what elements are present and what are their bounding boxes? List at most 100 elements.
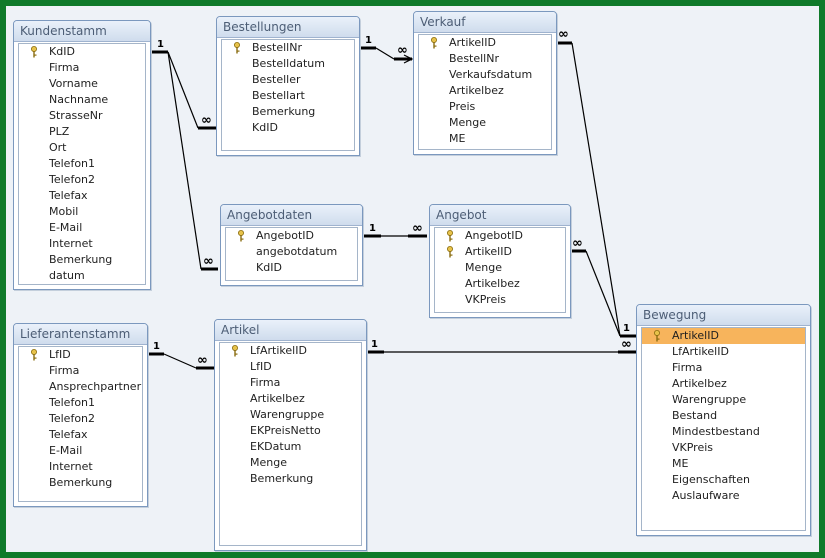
field-plz[interactable]: PLZ <box>49 125 70 138</box>
relation-kundenstamm-bestellungen[interactable] <box>151 50 216 130</box>
field-auslaufware[interactable]: Auslaufware <box>672 489 740 502</box>
table-title[interactable]: Artikel <box>215 320 366 341</box>
field-artikelid-selected[interactable]: ArtikelID <box>642 328 805 344</box>
field-ansprechpartner[interactable]: Ansprechpartner <box>49 380 142 393</box>
relation-verkauf-bewegung[interactable] <box>556 41 636 338</box>
field-list[interactable]: LfID Firma Ansprechpartner Telefon1 Tele… <box>18 346 143 502</box>
field-menge[interactable]: Menge <box>449 116 486 129</box>
table-title[interactable]: Verkauf <box>414 12 556 33</box>
relation-bestellungen-verkauf[interactable] <box>359 46 414 64</box>
field-telefon2[interactable]: Telefon2 <box>49 412 96 425</box>
relation-angebot-bewegung[interactable] <box>570 249 621 337</box>
field-firma[interactable]: Firma <box>672 361 703 374</box>
field-menge[interactable]: Menge <box>250 456 287 469</box>
field-me[interactable]: ME <box>672 457 689 470</box>
field-warengruppe[interactable]: Warengruppe <box>250 408 325 421</box>
table-verkauf[interactable]: Verkauf ArtikelID BestellNr Verkaufsdatu… <box>413 11 557 155</box>
field-menge[interactable]: Menge <box>465 261 502 274</box>
field-angebotid[interactable]: AngebotID <box>226 228 357 244</box>
field-list[interactable]: ArtikelID LfArtikelID Firma Artikelbez W… <box>641 327 806 531</box>
field-preis[interactable]: Preis <box>449 100 476 113</box>
field-vkpreis[interactable]: VKPreis <box>672 441 714 454</box>
field-bestellart[interactable]: Bestellart <box>252 89 305 102</box>
field-list[interactable]: AngebotID ArtikelID Menge Artikelbez VKP… <box>434 227 566 313</box>
field-datum[interactable]: datum <box>49 269 85 282</box>
field-lfid[interactable]: LfID <box>250 360 272 373</box>
table-title[interactable]: Bewegung <box>637 305 810 326</box>
relation-lieferantenstamm-artikel[interactable] <box>147 352 214 370</box>
field-artikelid[interactable]: ArtikelID <box>419 35 551 51</box>
field-bestelldatum[interactable]: Bestelldatum <box>252 57 325 70</box>
field-list[interactable]: AngebotID angebotdatum KdID <box>225 227 358 281</box>
field-bestellnr[interactable]: BestellNr <box>449 52 499 65</box>
field-ekdatum[interactable]: EKDatum <box>250 440 302 453</box>
field-kdid[interactable]: KdID <box>256 261 282 274</box>
field-bestand[interactable]: Bestand <box>672 409 718 422</box>
field-besteller[interactable]: Besteller <box>252 73 301 86</box>
table-title[interactable]: Angebotdaten <box>221 205 362 226</box>
field-list[interactable]: LfArtikelID LfID Firma Artikelbez Wareng… <box>219 342 362 546</box>
table-artikel[interactable]: Artikel LfArtikelID LfID Firma Artikelbe… <box>214 319 367 551</box>
key-icon <box>238 230 244 242</box>
field-warengruppe[interactable]: Warengruppe <box>672 393 747 406</box>
field-email[interactable]: E-Mail <box>49 221 83 234</box>
field-verkaufsdatum[interactable]: Verkaufsdatum <box>449 68 533 81</box>
field-vkpreis[interactable]: VKPreis <box>465 293 507 306</box>
field-strassenr[interactable]: StrasseNr <box>49 109 103 122</box>
field-ekpreisnetto[interactable]: EKPreisNetto <box>250 424 321 437</box>
cardinality-many-label: ∞ <box>572 236 583 251</box>
field-angebotdatum[interactable]: angebotdatum <box>256 245 338 258</box>
relationships-canvas: 1 ∞ ∞ 1 ∞ 1 ∞ ∞ ∞ 1 ∞ 1 ∞ 1 Kundenstamm … <box>6 6 819 552</box>
field-bemerkung[interactable]: Bemerkung <box>252 105 316 118</box>
field-eigenschaften[interactable]: Eigenschaften <box>672 473 750 486</box>
field-telefon2[interactable]: Telefon2 <box>49 173 96 186</box>
field-telefon1[interactable]: Telefon1 <box>49 396 96 409</box>
table-kundenstamm[interactable]: Kundenstamm KdID Firma Vorname Nachname … <box>13 20 151 290</box>
field-list[interactable]: ArtikelID BestellNr Verkaufsdatum Artike… <box>418 34 552 150</box>
table-title[interactable]: Angebot <box>430 205 570 226</box>
field-list[interactable]: BestellNr Bestelldatum Besteller Bestell… <box>221 39 355 151</box>
field-email[interactable]: E-Mail <box>49 444 83 457</box>
field-artikelbez[interactable]: Artikelbez <box>449 84 504 97</box>
key-icon <box>431 37 437 49</box>
table-bestellungen[interactable]: Bestellungen BestellNr Bestelldatum Best… <box>216 16 360 156</box>
field-artikelbez[interactable]: Artikelbez <box>672 377 727 390</box>
field-me[interactable]: ME <box>449 132 466 145</box>
field-lfartikelid[interactable]: LfArtikelID <box>220 343 361 359</box>
field-angebotid[interactable]: AngebotID <box>435 228 565 244</box>
field-artikelid[interactable]: ArtikelID <box>435 244 565 260</box>
field-firma[interactable]: Firma <box>49 61 80 74</box>
table-title[interactable]: Kundenstamm <box>14 21 150 42</box>
field-bemerkung[interactable]: Bemerkung <box>49 476 113 489</box>
table-lieferantenstamm[interactable]: Lieferantenstamm LfID Firma Ansprechpart… <box>13 323 148 507</box>
key-icon <box>447 246 453 258</box>
field-ort[interactable]: Ort <box>49 141 67 154</box>
table-angebotdaten[interactable]: Angebotdaten AngebotID angebotdatum KdID <box>220 204 363 286</box>
field-bemerkung[interactable]: Bemerkung <box>49 253 113 266</box>
field-kdid[interactable]: KdID <box>19 44 145 60</box>
field-bestellnr[interactable]: BestellNr <box>222 40 354 56</box>
field-bemerkung[interactable]: Bemerkung <box>250 472 314 485</box>
field-internet[interactable]: Internet <box>49 460 93 473</box>
field-telefax[interactable]: Telefax <box>49 189 88 202</box>
field-kdid[interactable]: KdID <box>252 121 278 134</box>
table-title[interactable]: Bestellungen <box>217 17 359 38</box>
field-internet[interactable]: Internet <box>49 237 93 250</box>
table-bewegung[interactable]: Bewegung ArtikelID LfArtikelID Firma Art… <box>636 304 811 536</box>
field-lfartikelid[interactable]: LfArtikelID <box>672 345 729 358</box>
field-lfid[interactable]: LfID <box>19 347 142 363</box>
table-angebot[interactable]: Angebot AngebotID ArtikelID Menge Artike… <box>429 204 571 318</box>
field-vorname[interactable]: Vorname <box>49 77 98 90</box>
field-telefon1[interactable]: Telefon1 <box>49 157 96 170</box>
field-artikelbez[interactable]: Artikelbez <box>465 277 520 290</box>
field-artikelbez[interactable]: Artikelbez <box>250 392 305 405</box>
field-mindestbestand[interactable]: Mindestbestand <box>672 425 760 438</box>
field-firma[interactable]: Firma <box>250 376 281 389</box>
field-telefax[interactable]: Telefax <box>49 428 88 441</box>
field-list[interactable]: KdID Firma Vorname Nachname StrasseNr PL… <box>18 43 146 285</box>
field-firma[interactable]: Firma <box>49 364 80 377</box>
field-mobil[interactable]: Mobil <box>49 205 79 218</box>
table-title[interactable]: Lieferantenstamm <box>14 324 147 345</box>
field-nachname[interactable]: Nachname <box>49 93 109 106</box>
relation-kundenstamm-angebotdaten[interactable] <box>167 51 218 271</box>
